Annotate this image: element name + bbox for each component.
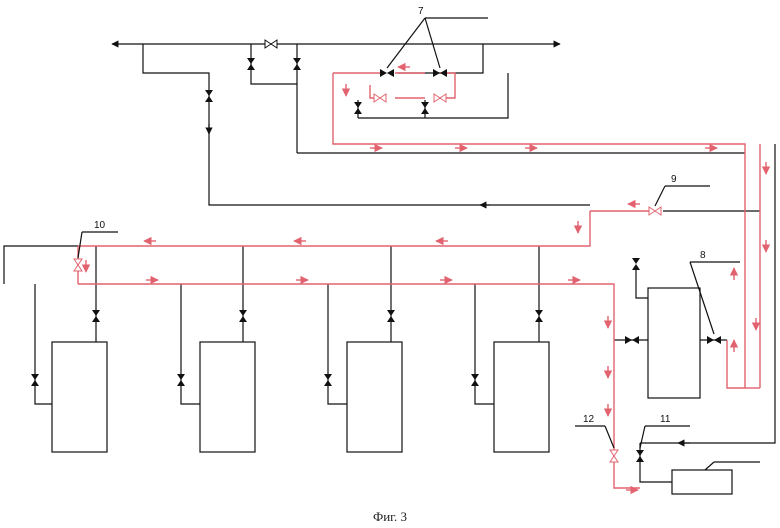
- vessel-4: [494, 342, 549, 452]
- valve-icon: [324, 374, 332, 386]
- valve-icon: [421, 102, 429, 114]
- valve-icon: [177, 374, 185, 386]
- figure-caption: Фиг. 3: [0, 509, 780, 525]
- callout-12: 12: [583, 414, 595, 425]
- valve-icon: [471, 374, 479, 386]
- valve-icon: [535, 310, 543, 322]
- leader-lines: [78, 18, 760, 470]
- valve-icon: [293, 58, 301, 70]
- valve-icon: [92, 310, 100, 322]
- vessel-2: [200, 342, 255, 452]
- valve-icon: [625, 336, 639, 344]
- control-valve-icon: [434, 94, 446, 102]
- callout-8: 8: [700, 250, 706, 261]
- valve-icon: [380, 69, 394, 77]
- vessel-3: [347, 342, 402, 452]
- control-valve-icon: [610, 450, 618, 462]
- valve-icon: [433, 69, 447, 77]
- separator-8: [648, 288, 700, 398]
- valve-icon: [707, 336, 721, 344]
- valve-icon: [247, 58, 255, 70]
- tank-11: [672, 470, 732, 494]
- valve-icon: [354, 102, 362, 114]
- valves: [31, 40, 721, 462]
- valve-icon: [632, 258, 640, 270]
- callout-9: 9: [671, 174, 677, 185]
- control-valve-icon: [74, 259, 82, 271]
- valve-icon: [239, 310, 247, 322]
- valve-icon: [31, 374, 39, 386]
- valve-icon: [636, 450, 644, 462]
- valve-icon: [387, 310, 395, 322]
- vessel-1: [52, 342, 107, 452]
- callout-7: 7: [418, 6, 424, 17]
- valve-icon: [265, 40, 277, 48]
- control-valve-icon: [649, 207, 661, 215]
- valve-icon: [205, 90, 213, 102]
- callout-11: 11: [660, 414, 671, 425]
- callout-10: 10: [94, 220, 106, 231]
- control-valve-icon: [374, 94, 386, 102]
